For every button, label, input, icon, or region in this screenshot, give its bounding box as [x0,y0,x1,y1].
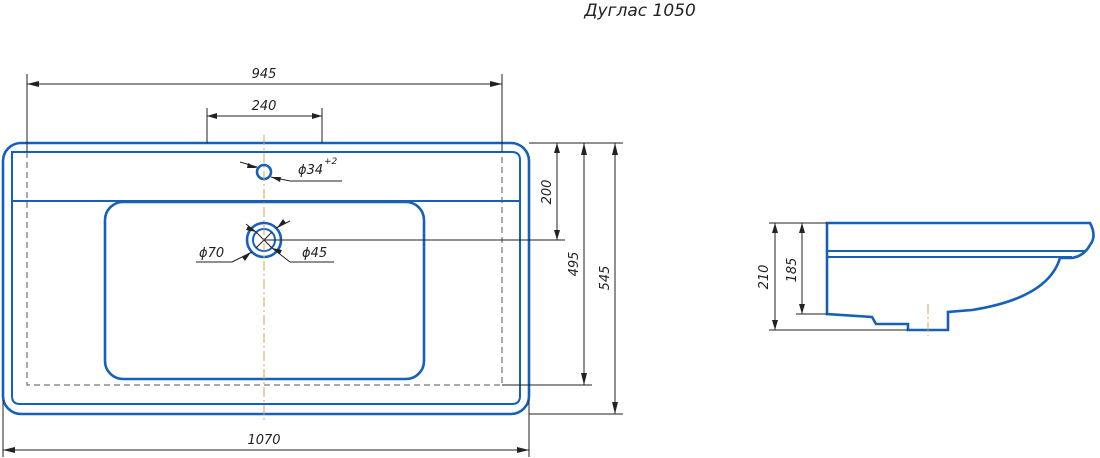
arrowhead [3,447,15,453]
arrowhead [272,248,282,254]
dimension-label-200: 200 [540,180,555,205]
side-profile-outline [825,221,1095,332]
dimension-label-210: 210 [757,265,772,290]
dimension-overall-depth: 545 [529,142,623,415]
dimension-depth-to-tap-axis: 200 [264,142,565,241]
drawing-title: Дуглас 1050 [584,1,696,21]
dimension-side-bowl-height: 185 [785,222,827,315]
arrowhead [581,143,587,155]
arrowhead [517,447,529,453]
arrowhead [772,320,778,330]
callout-tap-hole: ϕ34 +2 [239,157,342,182]
top-view [1,135,531,420]
arrowhead [27,81,39,87]
arrowhead [612,402,618,414]
dimension-tap-zone-width: 240 [206,99,323,143]
dimension-bowl-rim-width: 945 [26,67,503,152]
arrowhead [554,230,560,240]
arrowhead [277,219,286,228]
callout-drain-inner: ϕ45 [245,223,334,263]
arrowhead [312,113,322,119]
arrowhead [271,177,281,182]
tap-hole-label: ϕ34 [298,163,323,178]
dimension-label-240: 240 [252,99,277,114]
arrowhead [772,223,778,233]
arrowhead [799,304,805,314]
drain-outer-label: ϕ70 [199,246,224,261]
dimension-overall-width: 1070 [2,400,530,457]
arrowhead [581,373,587,385]
arrowhead [554,143,560,153]
arrowhead [246,226,256,232]
dimension-label-495: 495 [567,252,582,277]
basin-outer-outline [1,141,531,416]
arrowhead [612,143,618,155]
arrowhead [242,252,251,261]
arrowhead [247,163,257,168]
arrowhead [207,113,217,119]
tap-hole-tolerance: +2 [324,157,338,167]
callout-drain-outer: ϕ70 [196,219,291,263]
dimension-bowl-depth: 495 [502,142,592,386]
dimension-label-545: 545 [598,266,613,291]
hidden-rim-outline [26,152,503,386]
drain-inner-label: ϕ45 [302,246,327,261]
dimension-label-945: 945 [252,67,277,82]
arrowhead [490,81,502,87]
dimension-label-1070: 1070 [247,433,280,448]
arrowhead [799,223,805,233]
dimension-label-185: 185 [785,258,800,283]
side-view [825,221,1095,336]
basin-inner-rim [11,151,521,405]
